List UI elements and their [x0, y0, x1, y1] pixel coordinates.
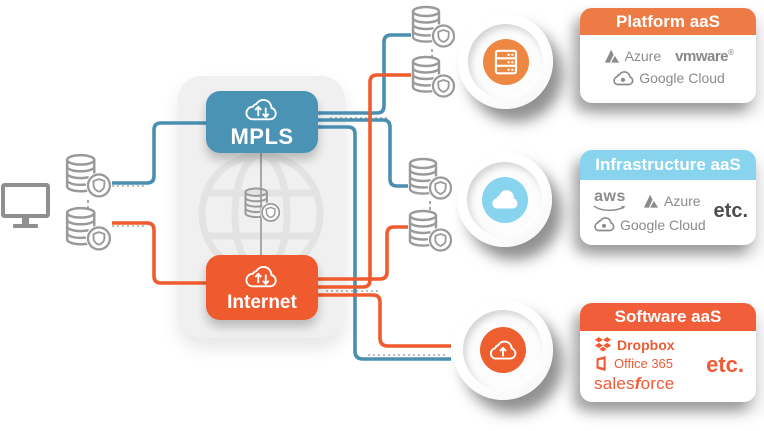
software-card-header: Software aaS — [580, 303, 756, 331]
azure-logo-text: Azure — [664, 192, 701, 209]
office-365-logo: Office 365 — [594, 355, 675, 372]
software-service-circle — [453, 300, 553, 400]
infrastructure-service-circle — [457, 152, 552, 247]
aws-logo-text: aws — [594, 188, 626, 205]
infrastructure-card-header: Infrastructure aaS — [580, 150, 756, 180]
mpls-label: MPLS — [230, 124, 294, 149]
dropbox-logo-text: Dropbox — [617, 336, 675, 353]
gateway-database-shield-icon-top-1 — [410, 4, 456, 50]
aws-logo: aws — [592, 189, 628, 212]
server-rack-icon — [491, 47, 521, 77]
google-cloud-logo: Google Cloud — [592, 216, 706, 233]
cloud-upload-icon — [487, 337, 519, 363]
azure-logo-text: Azure — [624, 48, 662, 64]
client-monitor-icon — [0, 182, 52, 232]
cloud-sync-icon — [243, 96, 281, 124]
cloud-sync-icon — [243, 263, 281, 291]
internet-node: Internet — [206, 255, 318, 320]
platform-service-circle — [458, 14, 553, 109]
platform-card-header: Platform aaS — [580, 8, 756, 35]
platform-disc — [482, 38, 529, 85]
salesforce-text-part2: f — [634, 374, 641, 393]
hub-database-shield-icon — [243, 186, 281, 224]
salesforce-text-part3: orce — [640, 374, 675, 393]
azure-logo: Azure — [642, 193, 701, 209]
software-disc — [480, 327, 526, 373]
infrastructure-disc — [481, 176, 528, 223]
infrastructure-etc-label: etc. — [713, 199, 748, 222]
gateway-database-shield-icon-mid-1 — [407, 156, 453, 202]
mpls-node: MPLS — [206, 91, 318, 153]
office-365-logo-text: Office 365 — [614, 356, 674, 371]
google-cloud-logo: Google Cloud — [611, 70, 725, 87]
office-icon — [594, 355, 609, 372]
google-cloud-logo-text: Google Cloud — [620, 216, 706, 233]
internet-label: Internet — [227, 292, 297, 313]
salesforce-logo: salesforce — [594, 374, 675, 394]
gateway-database-shield-icon-mid-2 — [407, 208, 453, 254]
infrastructure-card-title: Infrastructure aaS — [595, 155, 741, 174]
google-cloud-icon — [592, 216, 616, 233]
aws-smile-icon — [592, 205, 628, 212]
dropbox-logo: Dropbox — [594, 336, 675, 353]
platform-card-title: Platform aaS — [616, 11, 720, 31]
vmware-logo: vmware® — [675, 47, 734, 65]
software-card: Software aaS Dropbox Office 365 salesfor… — [580, 303, 756, 402]
client-database-shield-icon-2 — [64, 205, 112, 253]
azure-icon — [642, 193, 660, 209]
gateway-database-shield-icon-top-2 — [410, 54, 456, 100]
software-card-title: Software aaS — [614, 307, 722, 326]
google-cloud-logo-text: Google Cloud — [639, 70, 725, 86]
salesforce-text-part1: sales — [594, 374, 635, 393]
platform-card: Platform aaS Azure vmware® Google Cloud — [580, 8, 756, 103]
vmware-registered-mark: ® — [728, 47, 734, 57]
vmware-logo-text: vmware — [675, 47, 729, 65]
dropbox-icon — [594, 336, 612, 353]
azure-logo: Azure — [603, 48, 662, 64]
software-etc-label: etc. — [706, 352, 744, 377]
client-database-shield-icon-1 — [64, 152, 112, 200]
infrastructure-card: Infrastructure aaS aws Azure Google Clou… — [580, 150, 756, 245]
cloud-icon — [489, 188, 521, 212]
google-cloud-icon — [611, 70, 635, 87]
azure-icon — [603, 48, 621, 64]
